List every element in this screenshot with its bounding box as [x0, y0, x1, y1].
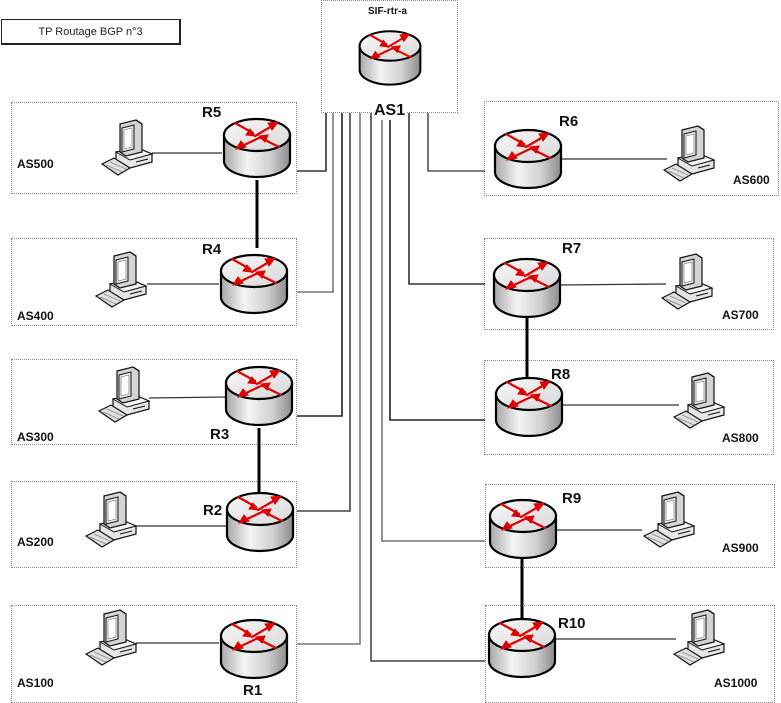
as-label-as700: AS700 [722, 308, 759, 322]
router-label-r1: R1 [243, 682, 263, 699]
router-label-r5: R5 [202, 104, 222, 121]
pc-icon-as900[interactable] [643, 491, 695, 548]
link-core-r5 [297, 113, 327, 172]
router-label-r8: R8 [551, 366, 571, 383]
router-label-r4: R4 [202, 241, 222, 258]
router-icon-r6[interactable] [493, 128, 563, 190]
as-label-as800: AS800 [722, 431, 759, 445]
link-core-r4 [297, 113, 334, 293]
pc-icon-as300[interactable] [98, 366, 150, 423]
as-box-as800 [484, 360, 774, 455]
router-icon-r10[interactable] [487, 617, 557, 679]
as-label-as200: AS200 [17, 535, 54, 549]
router-icon-r5[interactable] [222, 117, 292, 179]
as-label-as400: AS400 [17, 309, 54, 323]
router-icon-r2[interactable] [225, 491, 295, 553]
as-label-as1000: AS1000 [714, 676, 758, 690]
link-pc-r7 [559, 283, 667, 286]
as-box-as400 [11, 238, 297, 326]
pc-icon-as200[interactable] [85, 491, 137, 548]
link-core-r1 [297, 113, 361, 645]
link-core-r8 [389, 113, 485, 421]
as-box-as200 [11, 481, 297, 568]
router-label-r2: R2 [203, 502, 223, 519]
pc-icon-as500[interactable] [101, 119, 153, 176]
as-label-as100: AS100 [17, 676, 54, 690]
pc-icon-as1000[interactable] [673, 609, 725, 666]
as-label-as900: AS900 [722, 541, 759, 555]
router-label-r3: R3 [210, 426, 230, 443]
link-core-r2 [297, 113, 351, 512]
link-core-r10 [370, 113, 485, 662]
link-core-r6 [427, 113, 485, 172]
router-icon-r3[interactable] [224, 365, 294, 427]
router-icon-core[interactable] [358, 30, 422, 86]
link-core-r9 [381, 113, 485, 542]
router-label-r6: R6 [559, 113, 579, 130]
pc-icon-as700[interactable] [661, 253, 713, 310]
as-label-as500: AS500 [17, 157, 54, 171]
as-box-as300 [11, 359, 297, 445]
pc-icon-as400[interactable] [95, 251, 147, 308]
router-icon-r4[interactable] [219, 253, 289, 315]
router-icon-r1[interactable] [219, 618, 289, 680]
router-icon-r7[interactable] [492, 257, 562, 319]
link-pc-r3 [148, 396, 227, 399]
router-icon-r8[interactable] [494, 376, 564, 438]
router-icon-r9[interactable] [488, 498, 558, 560]
core-as-label: AS1 [373, 102, 407, 120]
router-label-r7: R7 [562, 240, 582, 257]
as-box-as900 [485, 484, 775, 568]
as-label-as600: AS600 [733, 173, 770, 187]
link-core-r7 [408, 113, 485, 285]
link-core-r3 [297, 113, 343, 417]
as-box-as500 [11, 102, 297, 194]
pc-icon-as800[interactable] [673, 372, 725, 429]
pc-icon-as100[interactable] [85, 609, 137, 666]
as-box-as600 [484, 101, 779, 196]
router-label-r9: R9 [562, 490, 582, 507]
pc-icon-as600[interactable] [663, 125, 715, 182]
core-router-name: SIF-rtr-a [368, 6, 407, 17]
diagram-title: TP Routage BGP n°3 [1, 19, 181, 45]
router-label-r10: R10 [558, 615, 586, 632]
as-label-as300: AS300 [17, 430, 54, 444]
